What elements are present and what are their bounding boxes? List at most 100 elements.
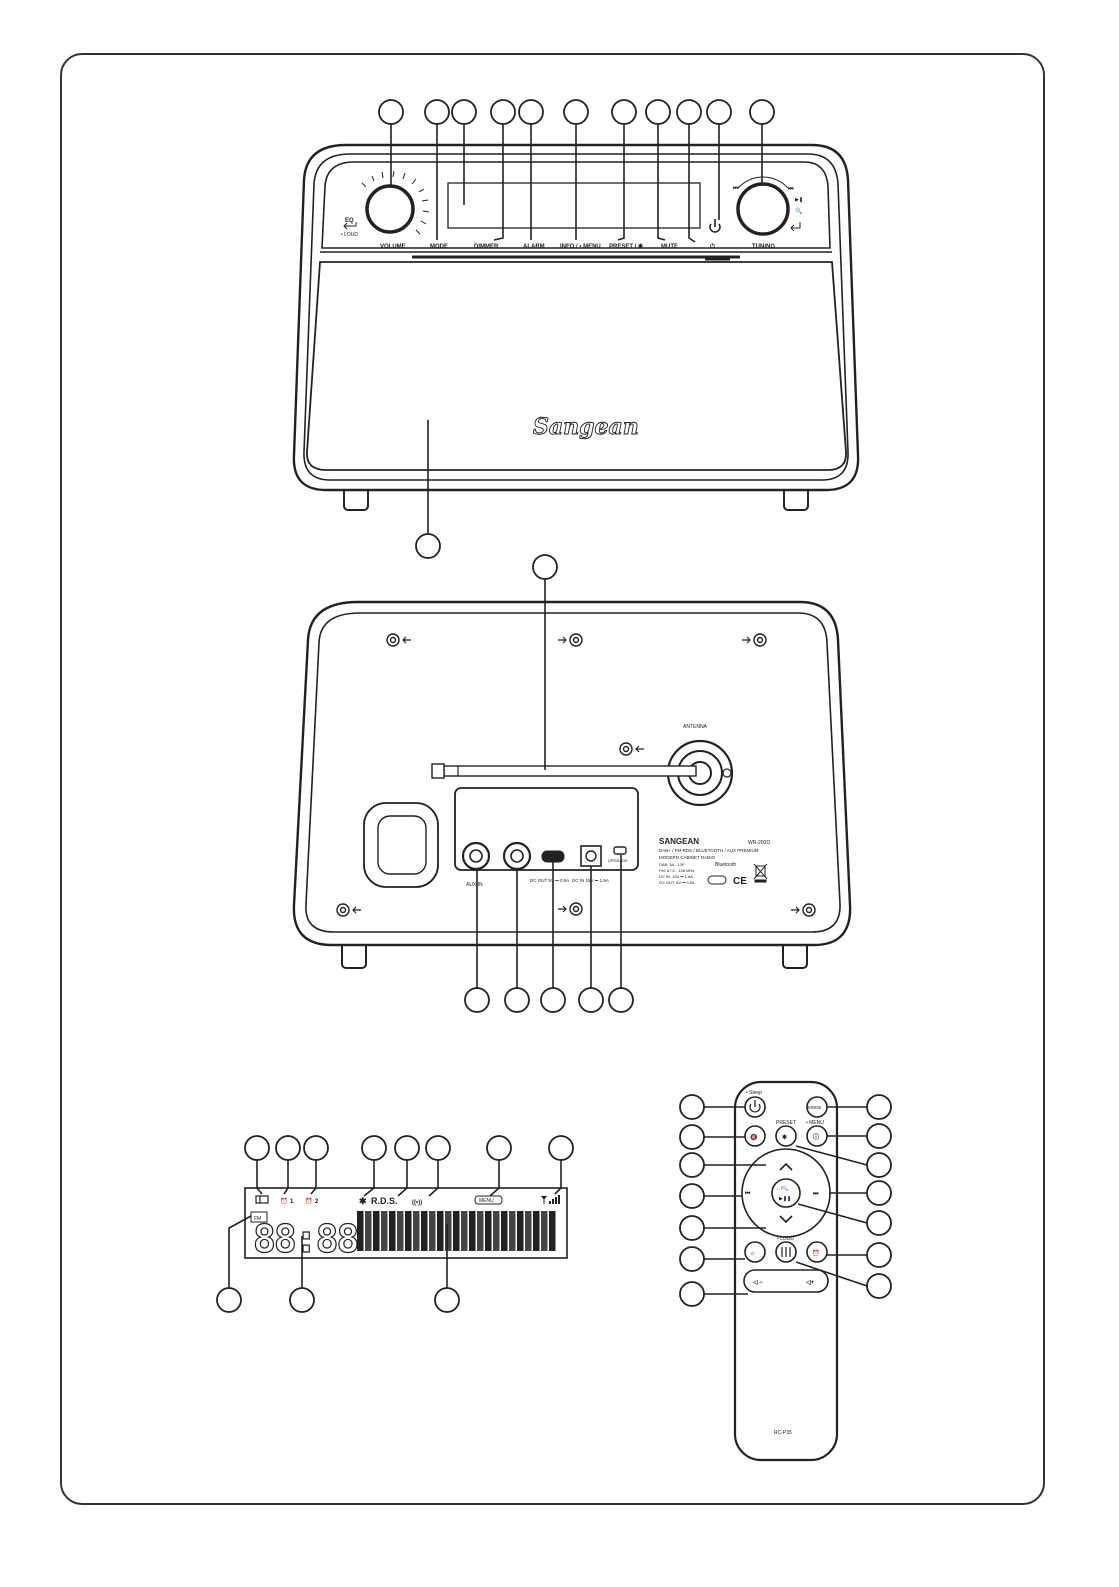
mute-label: MUTE xyxy=(661,244,678,250)
remote-vol-down-label: ◁ − xyxy=(752,1279,763,1286)
remote-mute-icon: 🔇 xyxy=(750,1133,758,1141)
remote-center-button[interactable] xyxy=(771,1178,801,1208)
callout-15 xyxy=(504,987,530,1013)
telescopic-antenna[interactable] xyxy=(443,765,697,777)
speaker-grille xyxy=(306,261,847,471)
callout-4 xyxy=(490,99,516,125)
callout-1 xyxy=(378,99,404,125)
dc-in-socket-pin xyxy=(585,850,597,862)
callout-23 xyxy=(394,1135,420,1161)
rear-spec-4: DC OUT: 5V ⎓ 0.5A xyxy=(659,880,695,885)
scan-icon: 🔍 xyxy=(795,207,803,215)
callout-34 xyxy=(679,1215,705,1241)
remote-preset-label: PRESET xyxy=(776,1120,796,1126)
remote-menu-label: • MENU xyxy=(806,1120,824,1126)
callout-18 xyxy=(608,987,634,1013)
tuning-knob[interactable] xyxy=(736,182,790,236)
callout-20 xyxy=(275,1135,301,1161)
mode-label: MODE xyxy=(430,244,448,250)
callout-28 xyxy=(289,1287,315,1313)
remote-power-icon xyxy=(749,1100,761,1113)
callout-25 xyxy=(486,1135,512,1161)
dot-matrix-cell xyxy=(477,1211,484,1251)
front-cabinet-inner xyxy=(303,153,849,481)
power-icon[interactable] xyxy=(709,219,721,233)
callout-11 xyxy=(749,99,775,125)
carry-handle-inner xyxy=(377,815,427,875)
dc-out-usb-port[interactable] xyxy=(541,850,565,863)
remote-loud-label: • LOUD xyxy=(777,1236,794,1242)
screw-arrows xyxy=(352,636,800,914)
callout-22 xyxy=(361,1135,387,1161)
callout-31 xyxy=(679,1124,705,1150)
remote-preset-bt-button[interactable] xyxy=(775,1125,797,1147)
aux-in-jack-hole xyxy=(469,849,483,863)
callout-5 xyxy=(518,99,544,125)
volume-knob[interactable] xyxy=(365,184,415,234)
callout-17 xyxy=(578,987,604,1013)
fm-indicator: FM xyxy=(254,1216,261,1222)
callout-8 xyxy=(645,99,671,125)
volume-scale-ticks xyxy=(361,170,430,235)
callout-39 xyxy=(866,1152,892,1178)
antenna-tip xyxy=(431,763,445,779)
dot-matrix-cell xyxy=(429,1211,436,1251)
remote-alarm-icon: ⏰ xyxy=(812,1249,819,1257)
callout-40 xyxy=(866,1180,892,1206)
callout-29 xyxy=(434,1287,460,1313)
sleep-label: • Sleep xyxy=(746,1090,762,1096)
service-port[interactable] xyxy=(613,846,627,855)
fm-indicator-box xyxy=(250,1211,268,1223)
remote-play-pause-label: ▶❚❚ xyxy=(779,1196,791,1202)
dot-matrix-cell xyxy=(453,1211,460,1251)
dot-matrix-cell xyxy=(485,1211,492,1251)
dot-matrix-cell xyxy=(549,1211,556,1251)
callout-30 xyxy=(679,1094,705,1120)
brand-logo: Sangean xyxy=(533,414,639,440)
alarm2-icon: ⏰ xyxy=(305,1197,312,1205)
remote-mode-label: MODE xyxy=(808,1105,822,1110)
eq-return-arrow xyxy=(343,222,357,230)
dot-matrix-cell xyxy=(437,1211,444,1251)
remote-volume-rocker[interactable] xyxy=(743,1269,829,1293)
remote-scan-label: ←/🔍 xyxy=(776,1185,789,1192)
rear-brand: SANGEAN xyxy=(659,837,699,846)
remote-next-icon[interactable]: ⏭ xyxy=(813,1191,819,1197)
remote-down-icon[interactable] xyxy=(779,1215,793,1224)
remote-prev-icon[interactable]: ⏮ xyxy=(745,1191,751,1197)
lcd-display-diagram: ⏰ 1 ⏰ 2 ✱ R.D.S. ((•)) MENU FM 88:88 xyxy=(216,1135,574,1313)
remote-control-diagram: RC-P35 • Sleep MODE 🔇 PRESET ✱ • MENU ⓘ … xyxy=(679,1080,892,1462)
prev-icon: ⏮ xyxy=(733,186,739,192)
dab-logo xyxy=(707,875,727,885)
alarm1-icon: ⏰ xyxy=(280,1197,287,1205)
callout-7 xyxy=(611,99,637,125)
dot-matrix-cell xyxy=(541,1211,548,1251)
callout-43 xyxy=(866,1273,892,1299)
play-pause-icon: ▶❚ xyxy=(795,197,803,203)
remote-mute-button[interactable] xyxy=(744,1125,766,1147)
menu-indicator-box xyxy=(474,1195,503,1205)
remote-alarm-button[interactable] xyxy=(806,1241,828,1263)
signal-strength-icon xyxy=(541,1195,560,1204)
dot-matrix-cell xyxy=(365,1211,372,1251)
callout-6 xyxy=(563,99,589,125)
stereo-indicator-icon: ((•)) xyxy=(412,1200,422,1206)
rds-indicator: R.D.S. xyxy=(371,1196,398,1206)
dot-matrix-cell xyxy=(421,1211,428,1251)
dot-matrix-text-area xyxy=(357,1211,556,1251)
remote-model: RC-P35 xyxy=(774,1430,792,1436)
dot-matrix-cell xyxy=(373,1211,380,1251)
callout-16 xyxy=(540,987,566,1013)
callout-26 xyxy=(548,1135,574,1161)
callout-32 xyxy=(679,1152,705,1178)
callout-21 xyxy=(303,1135,329,1161)
rear-description-1: DAB+ / FM-RDS / BLUETOOTH / AUX PREMIUM xyxy=(659,848,759,853)
dot-matrix-cell xyxy=(357,1211,364,1251)
volume-label: VOLUME xyxy=(380,244,406,250)
lcd-callouts xyxy=(228,1160,562,1288)
remote-up-icon[interactable] xyxy=(779,1162,793,1171)
remote-dimmer-button[interactable] xyxy=(744,1241,766,1263)
headphone-jack-hole xyxy=(510,849,524,863)
dot-matrix-cell xyxy=(397,1211,404,1251)
